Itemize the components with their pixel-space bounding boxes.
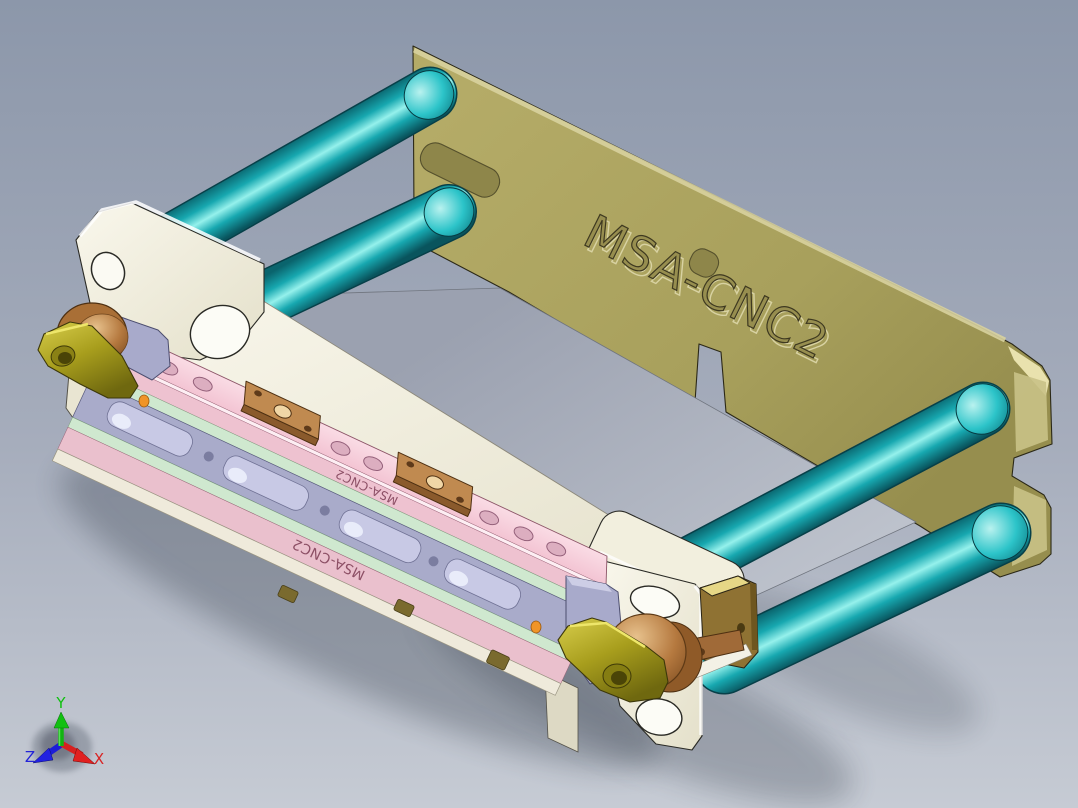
axis-label-z: Z	[25, 748, 35, 766]
axis-x	[60, 741, 96, 765]
rail-block-slots	[106, 401, 521, 610]
orange-plug	[530, 620, 542, 634]
brass-foot	[277, 585, 299, 603]
guide-rod-1	[126, 68, 456, 278]
axis-label-y: Y	[55, 694, 66, 712]
left-clamp[interactable]	[37, 302, 171, 399]
plate-tab-face	[1014, 372, 1048, 452]
brass-foot	[393, 599, 415, 617]
bore-hole	[189, 304, 251, 360]
guide-rod-2	[219, 185, 476, 335]
guide-rod-3	[656, 383, 1009, 594]
bore-hole	[635, 698, 683, 736]
right-clamp[interactable]	[557, 575, 703, 703]
rod-end-cap	[403, 70, 455, 120]
rod-slot	[419, 142, 501, 198]
clamp-plate-2[interactable]	[386, 451, 480, 518]
axis-y	[53, 711, 70, 746]
rod-end-cap	[971, 505, 1029, 561]
orange-plug	[138, 394, 150, 408]
right-cam-lever	[557, 617, 669, 703]
axis-triad[interactable]: Y Z X	[25, 694, 104, 772]
detail-plugs	[138, 394, 542, 671]
relief-slot	[688, 248, 720, 278]
linear-rail[interactable]: MSA-CNC2 MSA-CNC2	[41, 316, 620, 696]
rod-end-cap	[955, 383, 1009, 435]
brass-foot	[486, 649, 510, 671]
rod-end-cap	[423, 187, 475, 237]
rail-skirt	[51, 448, 562, 696]
bore-hole	[90, 251, 126, 291]
clamp-plate-1[interactable]	[234, 380, 328, 447]
guide-rods[interactable]	[124, 61, 1037, 695]
axis-label-x: X	[94, 750, 104, 768]
rail-top-holes	[123, 344, 567, 557]
guide-rod-4	[695, 504, 1030, 693]
